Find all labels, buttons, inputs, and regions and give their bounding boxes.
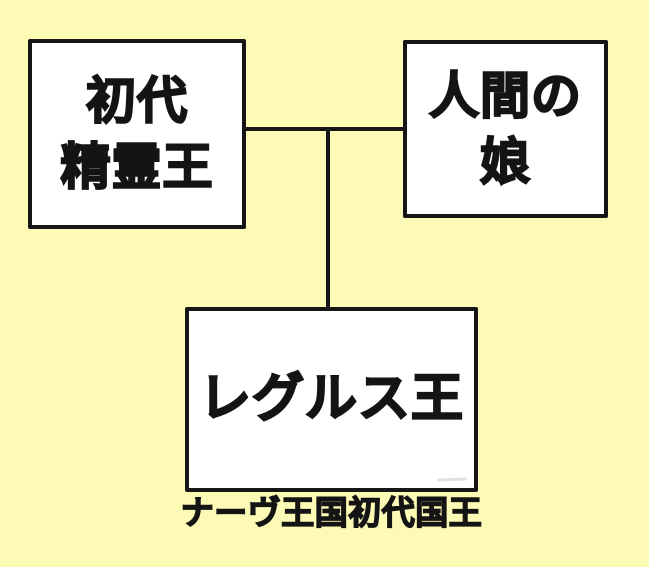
- child-connector-line: [326, 127, 330, 311]
- node-first-spirit-king: 初代 精霊王: [28, 39, 246, 229]
- node-label-line: 人間の: [428, 67, 582, 125]
- node-king-regulus: レグルス王: [185, 307, 478, 492]
- node-label-line: レグルス王: [198, 369, 464, 429]
- diagram-caption: ナーヴ王国初代国王: [180, 493, 483, 531]
- node-label-line: 精霊王: [60, 138, 214, 196]
- node-human-daughter: 人間の 娘: [403, 40, 608, 218]
- marriage-connector-line: [240, 127, 406, 131]
- node-label-line: 初代: [85, 72, 188, 130]
- node-label-line: 娘: [479, 133, 531, 191]
